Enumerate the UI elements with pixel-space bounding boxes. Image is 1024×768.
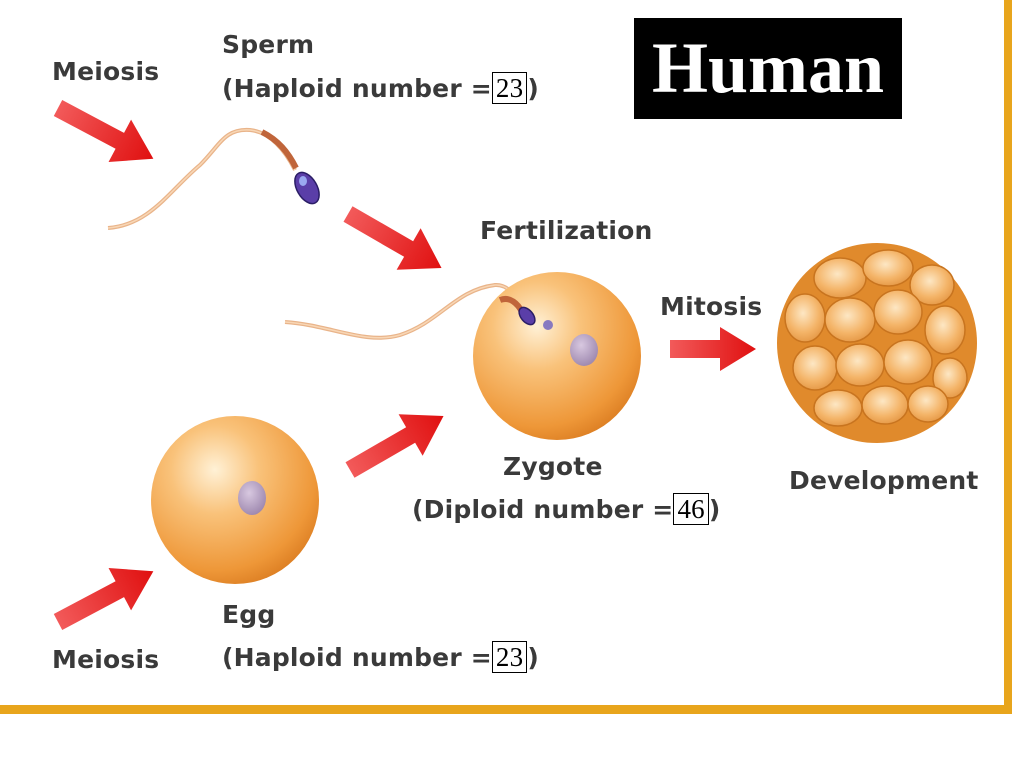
fertilization-label: Fertilization xyxy=(480,216,653,245)
morula-cell-icon xyxy=(777,243,977,443)
sperm-haploid-label: (Haploid number =23) xyxy=(222,72,539,104)
arrow-egg-to-zygote xyxy=(345,414,444,478)
development-label: Development xyxy=(789,466,979,495)
sperm-haploid-value: 23 xyxy=(491,72,528,104)
egg-haploid-label: (Haploid number =23) xyxy=(222,641,539,673)
arrow-meiosis-top xyxy=(53,100,154,163)
page-title: Human xyxy=(634,18,902,119)
zygote-label: Zygote xyxy=(503,452,603,481)
sperm-haploid-prefix: (Haploid number = xyxy=(222,74,492,103)
zygote-diploid-value: 46 xyxy=(673,493,709,525)
sperm-label: Sperm xyxy=(222,30,315,59)
arrow-mitosis xyxy=(670,327,756,371)
sperm-cell-icon xyxy=(107,127,320,230)
zygote-cell-icon xyxy=(473,272,641,440)
egg-cell-icon xyxy=(151,416,319,584)
zygote-diploid-label: (Diploid number =46) xyxy=(412,493,721,525)
egg-haploid-suffix: ) xyxy=(527,643,539,672)
zygote-diploid-prefix: (Diploid number = xyxy=(412,495,674,524)
egg-haploid-value: 23 xyxy=(491,641,528,673)
egg-label: Egg xyxy=(222,600,276,629)
meiosis-top-label: Meiosis xyxy=(52,57,160,86)
arrow-meiosis-bottom xyxy=(53,567,154,630)
sperm-haploid-suffix: ) xyxy=(527,74,539,103)
meiosis-bottom-label: Meiosis xyxy=(52,645,160,674)
mitosis-label: Mitosis xyxy=(660,292,763,321)
arrow-to-fertilization xyxy=(343,206,442,270)
zygote-diploid-suffix: ) xyxy=(708,495,721,524)
egg-haploid-prefix: (Haploid number = xyxy=(222,643,492,672)
